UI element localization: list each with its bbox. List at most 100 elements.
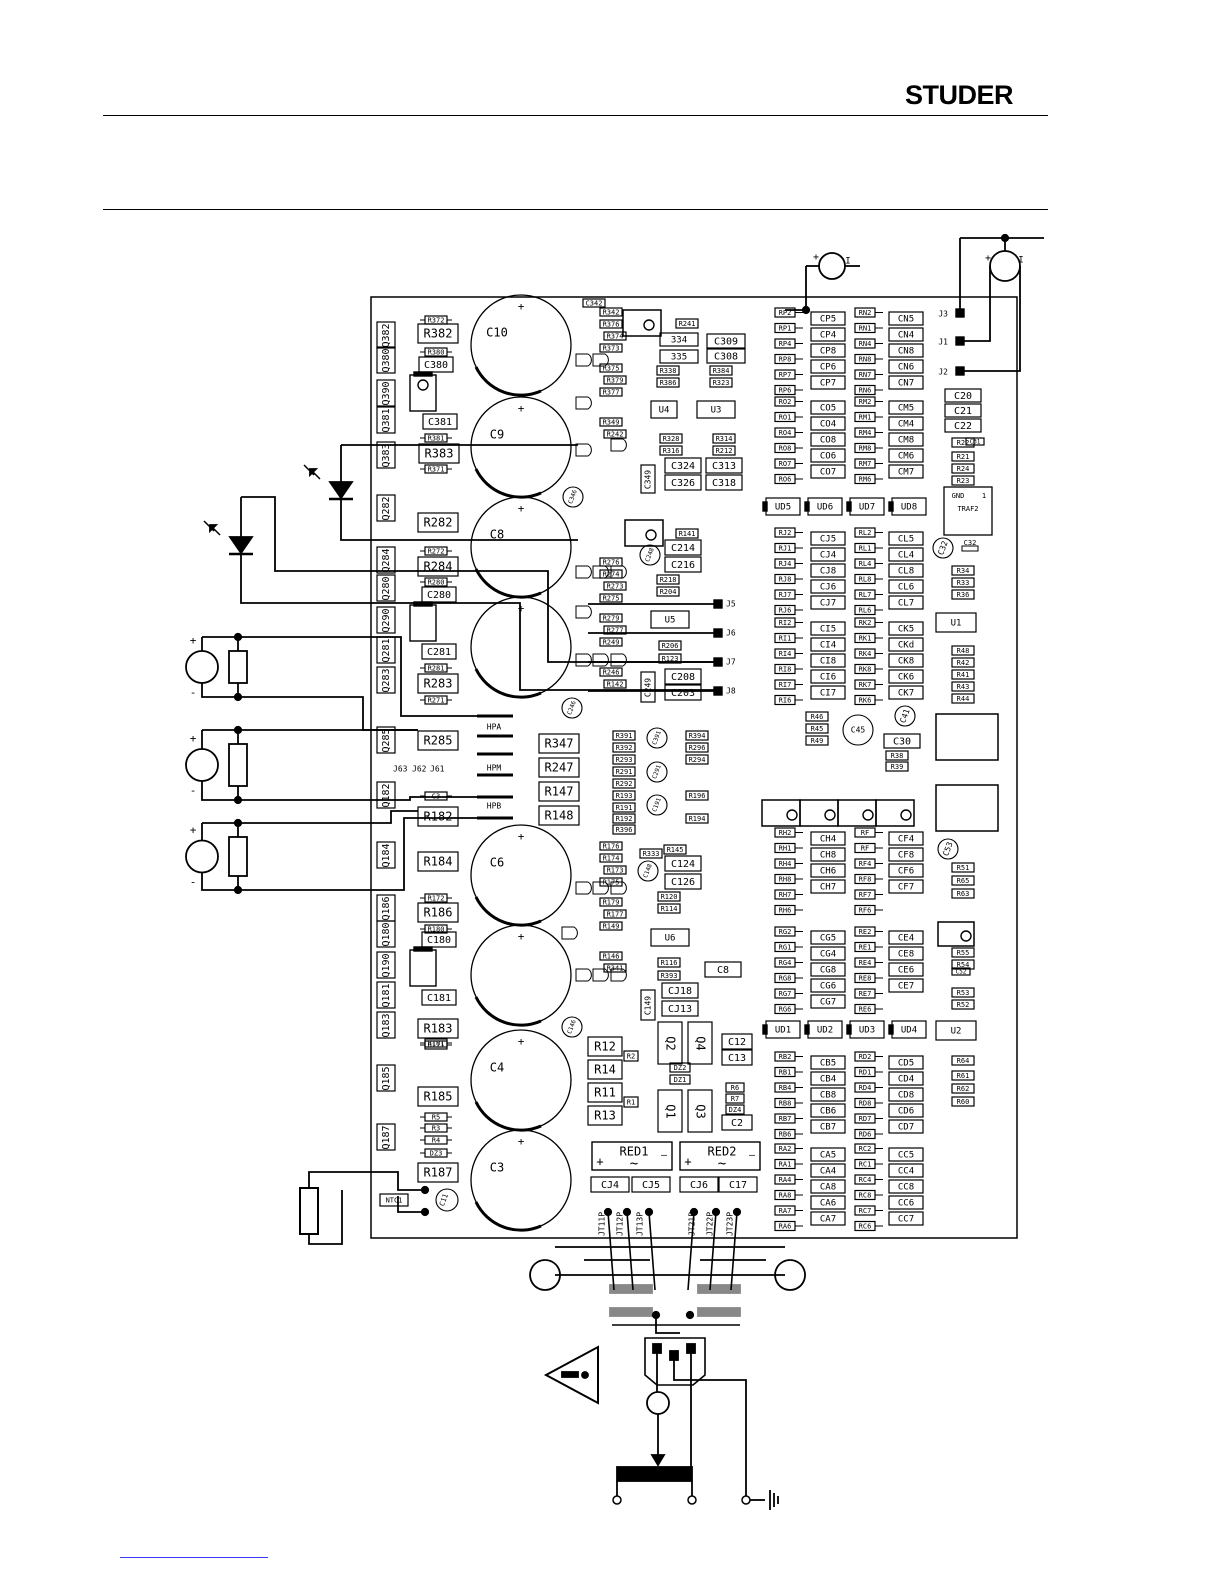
transformer (943, 486, 993, 536)
label-u4: U4 (659, 406, 670, 416)
label-q380: Q380 (381, 348, 392, 372)
label-r328: R328 (663, 435, 680, 443)
label-rc6: RC6 (859, 1223, 872, 1231)
part-q190 (376, 951, 396, 979)
label-c124: C124 (671, 859, 695, 870)
wire (673, 1360, 747, 1500)
label-ce4: CE4 (898, 934, 914, 944)
capacitor-band (474, 668, 542, 699)
label-jt13p: JT13P (636, 1212, 645, 1236)
part-ch7 (810, 879, 846, 894)
part-ce7 (888, 978, 924, 993)
part-q280 (376, 574, 396, 602)
ic-notch (888, 501, 894, 512)
label-c318: C318 (712, 478, 736, 489)
part-u3 (696, 400, 736, 419)
part-cb5 (810, 1055, 846, 1070)
label-~: ~ (718, 1156, 726, 1172)
wire (201, 683, 238, 698)
label-r38: R38 (891, 752, 904, 760)
label-r7: R7 (731, 1095, 739, 1103)
label-r34: R34 (957, 567, 970, 575)
label-r273: R273 (607, 583, 624, 591)
part-cg8 (810, 962, 846, 977)
connector-pin (713, 686, 723, 696)
label-rm4: RM4 (859, 429, 872, 437)
label-cg6: CG6 (820, 982, 836, 992)
label-r51: R51 (957, 864, 970, 872)
part-c313 (705, 457, 743, 474)
part-u1 (935, 612, 977, 633)
label-r242: R242 (607, 431, 624, 439)
label-r49: R49 (811, 737, 824, 745)
wire (340, 500, 578, 541)
part-cj5 (631, 1176, 671, 1193)
label-r174: R174 (603, 855, 620, 863)
label-r146: R146 (603, 953, 620, 961)
label-cl5: CL5 (898, 535, 914, 545)
label-r5: R5 (432, 1114, 440, 1122)
label-+: + (518, 1035, 525, 1048)
label-q4: Q4 (694, 1036, 708, 1050)
header-rule-bottom (103, 209, 1048, 210)
part-cm8 (888, 432, 924, 447)
label-c309: C309 (714, 337, 738, 348)
part-ci8 (810, 653, 846, 668)
warning-triangle (543, 1345, 599, 1405)
label-cd7: CD7 (898, 1123, 914, 1133)
label-ri8: RI8 (779, 666, 792, 674)
part-r328 (659, 433, 683, 444)
ic-notch (888, 1024, 894, 1035)
label-ud4: UD4 (901, 1026, 917, 1036)
label-c53: C53 (941, 841, 954, 858)
small-transistor (575, 396, 592, 410)
label-r39: R39 (891, 763, 904, 771)
label-cj4: CJ4 (601, 1180, 619, 1191)
label-rp4: RP4 (779, 340, 792, 348)
trimmer-hole (960, 930, 972, 942)
part-r191 (612, 802, 636, 813)
label-cm7: CM7 (898, 468, 914, 478)
label-c342: C342 (586, 300, 603, 308)
label-ch6: CH6 (820, 867, 836, 877)
label-c41: C41 (898, 708, 911, 725)
part-cc6 (888, 1195, 924, 1210)
small-capacitor (646, 761, 668, 783)
part-c380 (418, 356, 454, 373)
part-r333 (639, 848, 663, 859)
label-r120: R120 (661, 893, 678, 901)
label-r185: R185 (424, 1090, 453, 1104)
part-r386 (656, 377, 680, 388)
label-r183: R183 (424, 1022, 453, 1036)
part-r149 (599, 921, 623, 931)
ic-notch (762, 1024, 768, 1035)
label-rp1: RP1 (779, 325, 792, 333)
part-r43 (951, 681, 975, 692)
part-cb4 (810, 1071, 846, 1086)
part-r22 (951, 437, 975, 448)
part-r46 (805, 711, 829, 722)
part-r185 (417, 1086, 459, 1107)
label-ra6: RA6 (779, 1223, 792, 1231)
part-r6 (725, 1082, 745, 1093)
label-ud3: UD3 (859, 1026, 875, 1036)
label-c380: C380 (424, 360, 448, 371)
part-q285 (376, 726, 396, 754)
label-rj1: RJ1 (779, 545, 792, 553)
part-r291 (612, 766, 636, 777)
round-capacitor (932, 537, 954, 559)
round-capacitor (937, 838, 959, 860)
label-cm6: CM6 (898, 452, 914, 462)
label-jt11p: JT11P (598, 1212, 607, 1236)
part-c149 (640, 989, 656, 1021)
part-c203 (664, 684, 702, 701)
part-c12 (721, 1033, 753, 1050)
part-r283 (417, 673, 459, 694)
label-c6: C6 (490, 856, 504, 870)
label-q3: Q3 (694, 1104, 708, 1118)
label-ud7: UD7 (859, 503, 875, 513)
label-r341: R341 (607, 965, 624, 973)
c32-body (961, 545, 979, 552)
label-c248: C248 (644, 547, 656, 563)
